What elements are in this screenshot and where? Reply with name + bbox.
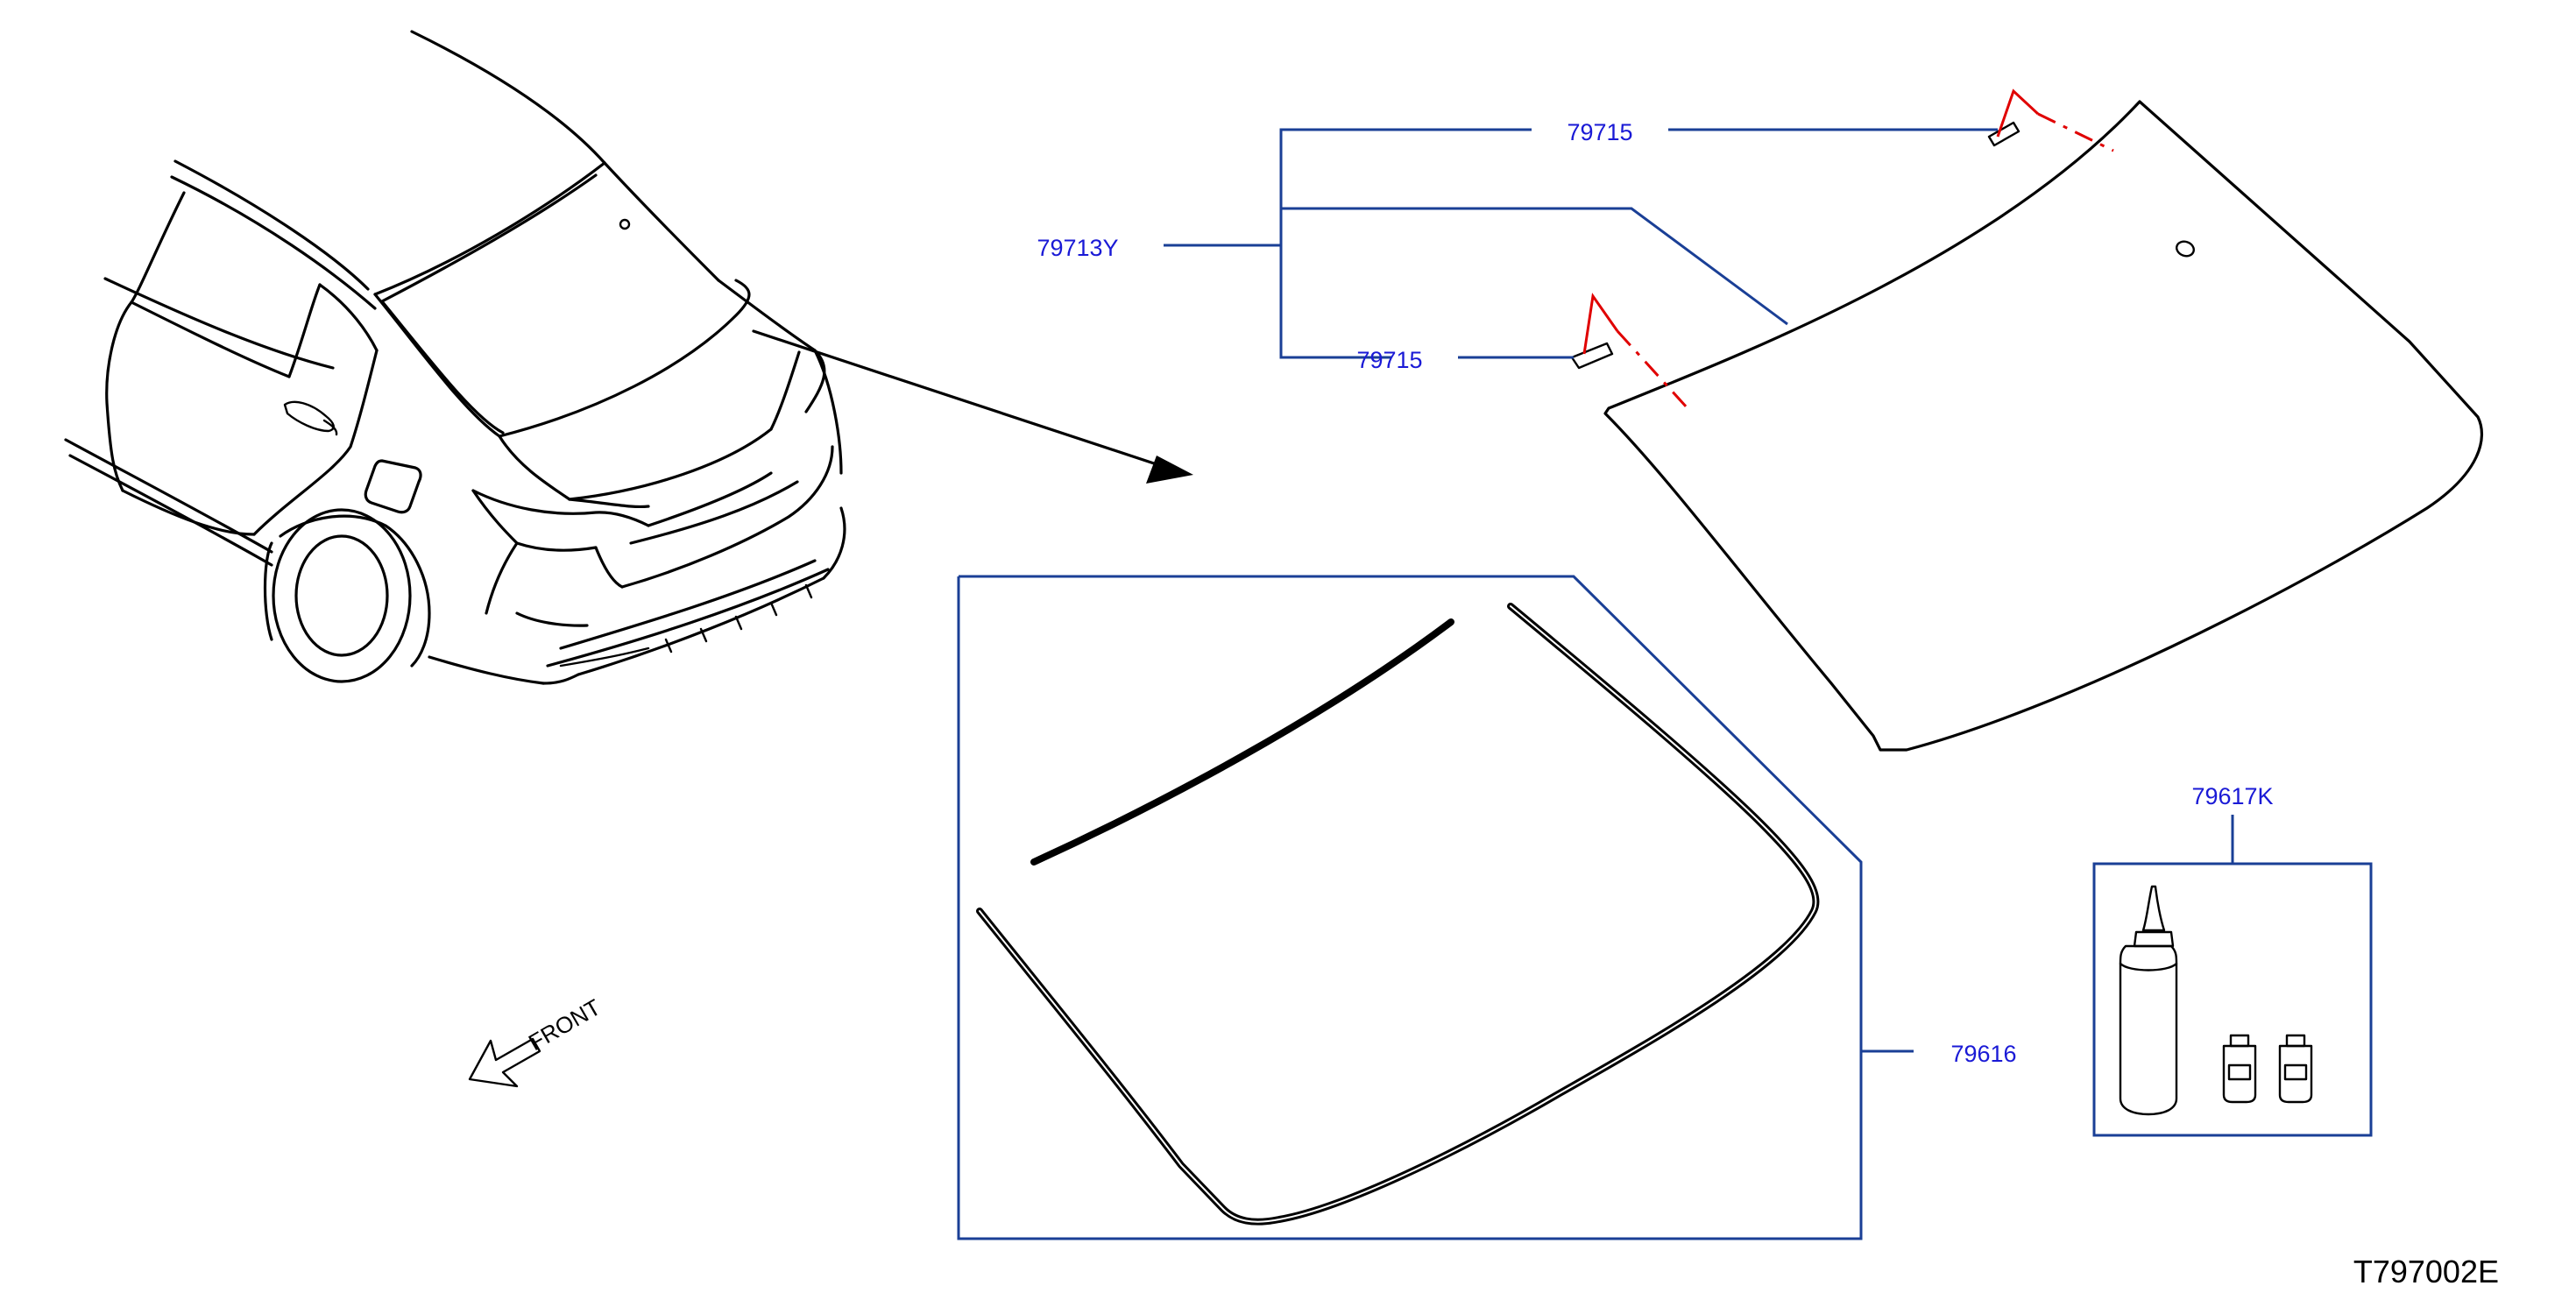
adhesive-kit — [2119, 885, 2313, 1116]
vehicle-rear-view — [64, 30, 846, 685]
clip-lower — [1570, 342, 1614, 370]
leader-lines — [957, 128, 2373, 1240]
clip-locator-upper — [1996, 88, 2114, 152]
front-direction-indicator: FRONT — [468, 993, 605, 1088]
clip-locator-lower — [1582, 293, 1689, 410]
diagram-reference-code: T797002E — [2353, 1254, 2499, 1289]
pointer-arrow — [752, 329, 1193, 484]
windshield-glass — [1603, 100, 2484, 752]
front-direction-label: FRONT — [524, 993, 605, 1056]
clip-upper — [1987, 121, 2020, 147]
callout-79713y: 79713Y — [1037, 235, 1118, 261]
callout-79715-upper: 79715 — [1567, 119, 1632, 145]
callout-79715-lower: 79715 — [1356, 347, 1422, 373]
moulding-strip — [976, 603, 1820, 1226]
callout-79616: 79616 — [1950, 1041, 2016, 1067]
callout-79617k: 79617K — [2191, 783, 2273, 809]
